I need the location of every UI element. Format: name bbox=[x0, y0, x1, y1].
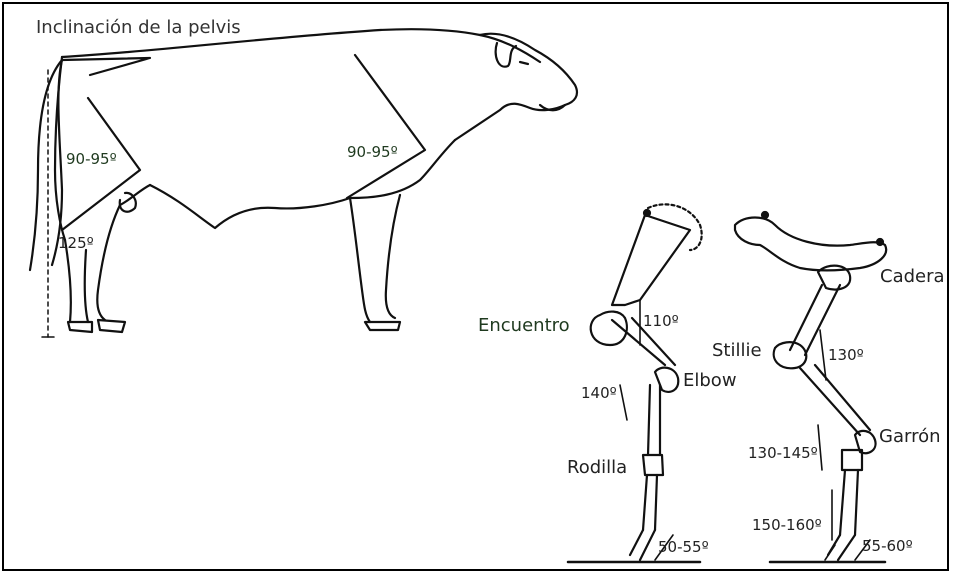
stillie-angle-label: 130º bbox=[828, 348, 864, 363]
elbow-label: Elbow bbox=[683, 372, 737, 390]
elbow-angle-label: 140º bbox=[581, 386, 617, 401]
fore-pastern-angle-label: 50-55º bbox=[658, 540, 709, 555]
lower-leg-angle-label: 150-160º bbox=[752, 518, 822, 533]
shoulder-angle-label: 90-95º bbox=[347, 145, 398, 160]
garron-label: Garrón bbox=[879, 428, 941, 446]
hind-pastern-angle-label: 55-60º bbox=[862, 539, 913, 554]
hock-angle-label: 125º bbox=[58, 236, 94, 251]
pelvis-title: Inclinación de la pelvis bbox=[36, 19, 241, 37]
cadera-label: Cadera bbox=[880, 268, 945, 286]
encuentro-angle-label: 110º bbox=[643, 314, 679, 329]
rump-angle-label: 90-95º bbox=[66, 152, 117, 167]
garron-angle-label: 130-145º bbox=[748, 446, 818, 461]
stillie-label: Stillie bbox=[712, 342, 762, 360]
encuentro-label: Encuentro bbox=[478, 317, 570, 335]
rodilla-label: Rodilla bbox=[567, 459, 627, 477]
hindleg-skeleton bbox=[735, 212, 886, 562]
bull-outline bbox=[30, 29, 577, 332]
